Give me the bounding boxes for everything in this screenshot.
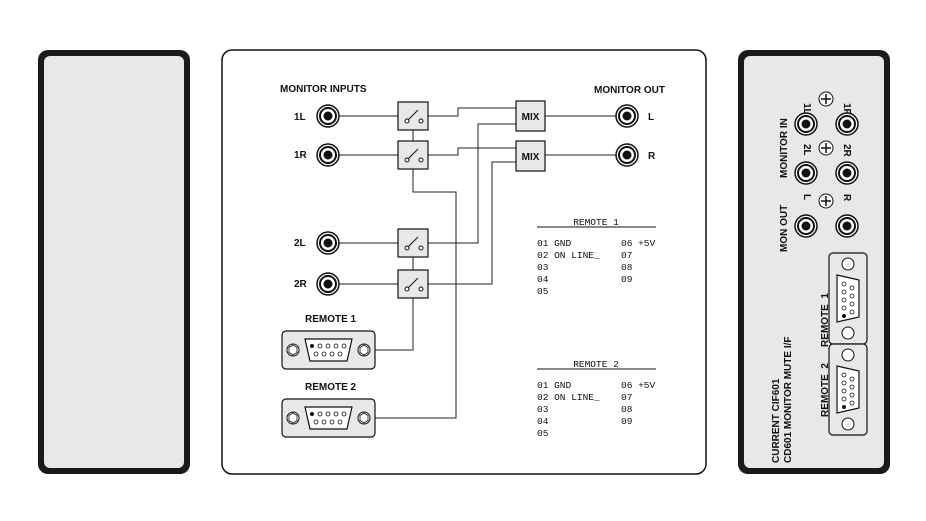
pinout-title: REMOTE 2	[573, 359, 619, 370]
rear-panel-subtitle: CD601 MONITOR MUTE I/F	[783, 337, 794, 464]
monitor-out-title: MONITOR OUT	[594, 85, 665, 96]
pinout-item: 03	[537, 262, 549, 273]
input-label-2r: 2R	[294, 279, 308, 290]
pinout-title: REMOTE 1	[573, 217, 619, 228]
input-label-1r: 1R	[294, 150, 308, 161]
monitor-inputs-title: MONITOR INPUTS	[280, 84, 367, 95]
switch-2r	[397, 269, 429, 299]
rear-panel: CURRENT CIF601 CD601 MONITOR MUTE I/F MO…	[738, 50, 890, 474]
pinout-item: 09	[621, 416, 633, 427]
remote-1-title: REMOTE 1	[305, 314, 357, 325]
input-label-2l: 2L	[294, 238, 306, 249]
pinout-table-remote-2: REMOTE 2 01 GND 02 ON LINE_ 03 04 05 06 …	[537, 359, 656, 439]
diagram-panel: MONITOR INPUTS MONITOR OUT 1L 1R 2L 2R	[221, 49, 707, 475]
input-label-1l: 1L	[294, 112, 306, 123]
pinout-item: 04	[537, 416, 549, 427]
mix-label-l: MIX	[522, 112, 540, 123]
rear-panel-title: CURRENT CIF601	[771, 378, 782, 463]
mon-out-label: MON OUT	[779, 205, 790, 252]
rear-jack-1l	[794, 112, 818, 136]
pinout-item: 02 ON LINE_	[537, 250, 600, 261]
mix-box-r: MIX	[515, 140, 546, 172]
rear-jack-out-r	[835, 214, 859, 238]
rear-remote-2-label: REMOTE_2	[820, 363, 831, 417]
pinout-item: 08	[621, 262, 633, 273]
signal-wires	[339, 107, 616, 419]
output-label-l: L	[648, 112, 654, 123]
mix-box-l: MIX	[515, 100, 546, 132]
output-label-r: R	[648, 151, 656, 162]
rear-jack-2r	[835, 161, 859, 185]
rear-jack-out-l	[794, 214, 818, 238]
rear-jack-label-r: R	[841, 194, 852, 202]
switch-2l	[397, 228, 429, 258]
remote-1-connector	[281, 330, 376, 370]
left-blank-panel	[38, 50, 190, 474]
rear-jack-label-1r: 1R	[841, 103, 852, 117]
input-jack-2l	[316, 231, 340, 255]
screw-icon	[818, 91, 834, 107]
output-jack-r	[615, 143, 639, 167]
pinout-item: 03	[537, 404, 549, 415]
pinout-item: 05	[537, 286, 549, 297]
rear-jack-label-1l: 1L	[801, 103, 812, 115]
pinout-item: 09	[621, 274, 633, 285]
pinout-item: 07	[621, 392, 632, 403]
pinout-item: 01 GND	[537, 380, 572, 391]
rear-remote-2-connector	[828, 343, 868, 436]
mix-label-r: MIX	[522, 152, 540, 163]
screw-icon	[818, 140, 834, 156]
pinout-item: 06 +5V	[621, 380, 656, 391]
pinout-table-remote-1: REMOTE 1 01 GND 02 ON LINE_ 03 04 05 06 …	[537, 217, 656, 297]
rear-jack-label-l: L	[801, 194, 812, 200]
output-jack-l	[615, 104, 639, 128]
pinout-item: 07	[621, 250, 632, 261]
input-jack-1r	[316, 143, 340, 167]
pinout-item: 08	[621, 404, 633, 415]
rear-jack-label-2l: 2L	[801, 144, 812, 156]
pinout-item: 04	[537, 274, 549, 285]
switch-1l	[397, 101, 429, 131]
screw-icon	[818, 193, 834, 209]
rear-remote-1-connector	[828, 252, 868, 345]
rear-jack-label-2r: 2R	[841, 144, 852, 158]
pinout-item: 05	[537, 428, 549, 439]
input-jack-2r	[316, 272, 340, 296]
rear-remote-1-label: REMOTE_1	[820, 293, 831, 347]
monitor-in-label: MONITOR IN	[779, 118, 790, 178]
rear-jack-1r	[835, 112, 859, 136]
remote-2-title: REMOTE 2	[305, 382, 357, 393]
rear-jack-2l	[794, 161, 818, 185]
pinout-item: 02 ON LINE_	[537, 392, 600, 403]
input-jack-1l	[316, 104, 340, 128]
remote-2-connector	[281, 398, 376, 438]
switch-1r	[397, 140, 429, 170]
pinout-item: 06 +5V	[621, 238, 656, 249]
pinout-item: 01 GND	[537, 238, 572, 249]
